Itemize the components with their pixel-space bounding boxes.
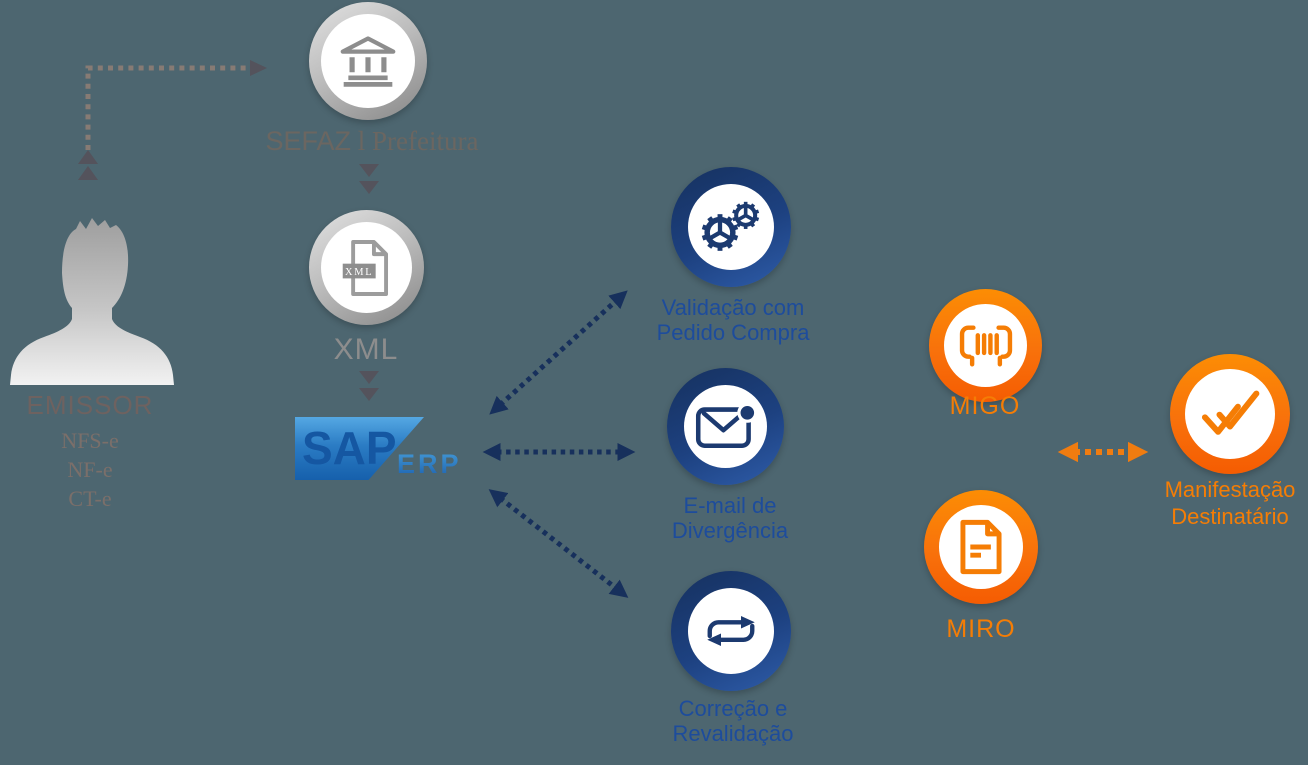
sap-erp-text: ERP bbox=[397, 449, 462, 479]
xml-file-icon: XML bbox=[342, 239, 388, 296]
miro-node bbox=[924, 490, 1038, 604]
arrow-sap-validacao bbox=[489, 290, 628, 415]
validacao-label: Validação com Pedido Compra bbox=[640, 295, 826, 345]
manifestacao-label: Manifestação Destinatário bbox=[1145, 476, 1308, 530]
correcao-label-line2: Revalidação bbox=[672, 721, 794, 746]
sefaz-label: SEFAZ l Prefeitura bbox=[252, 126, 492, 157]
manifestacao-label-line1: Manifestação bbox=[1164, 477, 1296, 502]
emissor-doc-list: NFS-e NF-e CT-e bbox=[10, 426, 170, 513]
xml-node: XML bbox=[309, 210, 424, 325]
mail-alert-icon bbox=[695, 402, 757, 448]
email-node bbox=[667, 368, 784, 485]
emissor-block: EMISSOR NFS-e NF-e CT-e bbox=[10, 390, 170, 513]
gears-icon bbox=[701, 201, 760, 251]
emissor-person-silhouette bbox=[10, 218, 174, 385]
sefaz-label-suffix: l Prefeitura bbox=[351, 126, 479, 156]
migo-label: MIGO bbox=[949, 392, 1021, 420]
barcode-icon bbox=[959, 325, 1012, 366]
validacao-node bbox=[671, 167, 791, 287]
sefaz-node bbox=[309, 2, 427, 120]
arrow-sefaz-to-xml bbox=[359, 164, 379, 194]
sync-arrows-icon bbox=[707, 616, 755, 646]
email-label-line1: E-mail de bbox=[683, 493, 777, 518]
correcao-label: Correção e Revalidação bbox=[640, 696, 826, 746]
miro-label: MIRO bbox=[946, 615, 1016, 643]
email-label-line2: Divergência bbox=[671, 518, 789, 543]
double-check-icon bbox=[1201, 390, 1260, 435]
validacao-label-line2: Pedido Compra bbox=[656, 320, 810, 345]
manifestacao-label-line2: Destinatário bbox=[1171, 504, 1289, 529]
correcao-label-line1: Correção e bbox=[678, 696, 788, 721]
arrow-sap-correcao bbox=[488, 489, 629, 598]
xml-label: XML bbox=[333, 333, 399, 366]
doc-type-nfe: NF-e bbox=[67, 457, 113, 482]
email-label: E-mail de Divergência bbox=[637, 493, 823, 543]
doc-type-nfse: NFS-e bbox=[61, 428, 119, 453]
arrow-emissor-to-sefaz bbox=[78, 60, 267, 180]
manifestacao-node bbox=[1170, 354, 1290, 474]
migo-node bbox=[929, 289, 1042, 402]
arrow-xml-to-sap bbox=[359, 371, 379, 401]
doc-type-cte: CT-e bbox=[68, 486, 112, 511]
emissor-title: EMISSOR bbox=[26, 390, 154, 420]
sap-logo-text: SAP bbox=[302, 422, 397, 474]
invoice-document-icon bbox=[960, 519, 1002, 575]
correcao-node bbox=[671, 571, 791, 691]
validacao-label-line1: Validação com bbox=[661, 295, 805, 320]
xml-file-badge: XML bbox=[345, 266, 373, 277]
sefaz-label-prefix: SEFAZ bbox=[265, 126, 352, 156]
bank-icon bbox=[340, 36, 396, 87]
